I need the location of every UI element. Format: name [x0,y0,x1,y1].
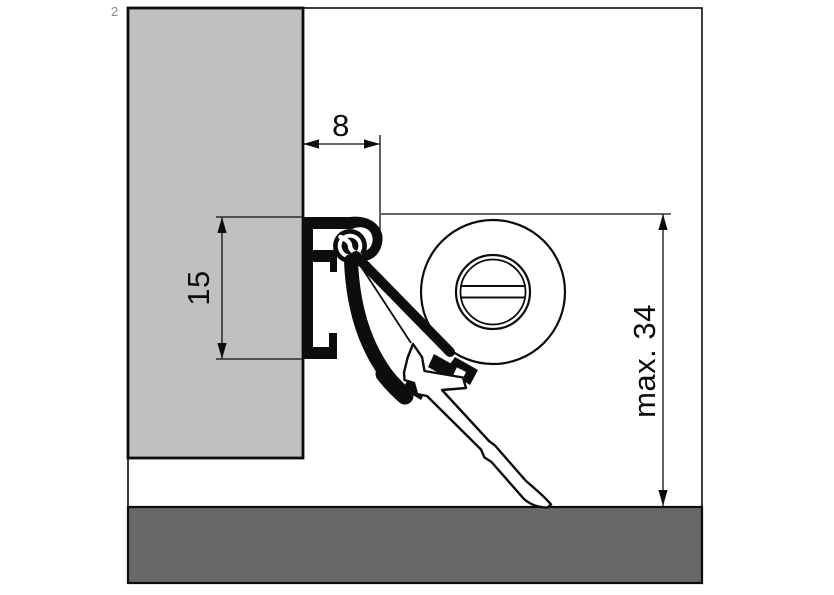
corner-artifact-mark: 2 [111,4,118,19]
screw-head-ring-outer [454,253,532,331]
arrowhead-top [217,217,227,233]
arrowhead-bottom [658,490,668,506]
dimension-plate-height: 15 [181,216,303,360]
flap-arm [351,251,455,357]
arrowhead-bottom [217,343,227,359]
dimension-label-max34: max. 34 [627,304,662,418]
dimension-label-15: 15 [181,270,216,305]
actuator-plunger [402,342,553,509]
arrowhead-top [658,214,668,230]
dimension-groove-width: 8 [303,108,381,240]
seal-profile [303,216,478,405]
roller-outer-circle [419,218,567,366]
seal-flap-tip [375,365,414,405]
door-panel [126,6,305,460]
arm-foot-block [428,354,457,380]
arm-foot-step [450,357,478,385]
arrowhead-left [303,139,319,149]
dimension-label-8: 8 [332,108,350,143]
arrowhead-right [364,139,380,149]
floor-slab [126,505,704,585]
flap-inner-edge [361,267,412,344]
screw-head-ring-inner [459,258,527,326]
dimension-max-gap: max. 34 [381,213,671,506]
adjuster-roller [419,218,567,366]
